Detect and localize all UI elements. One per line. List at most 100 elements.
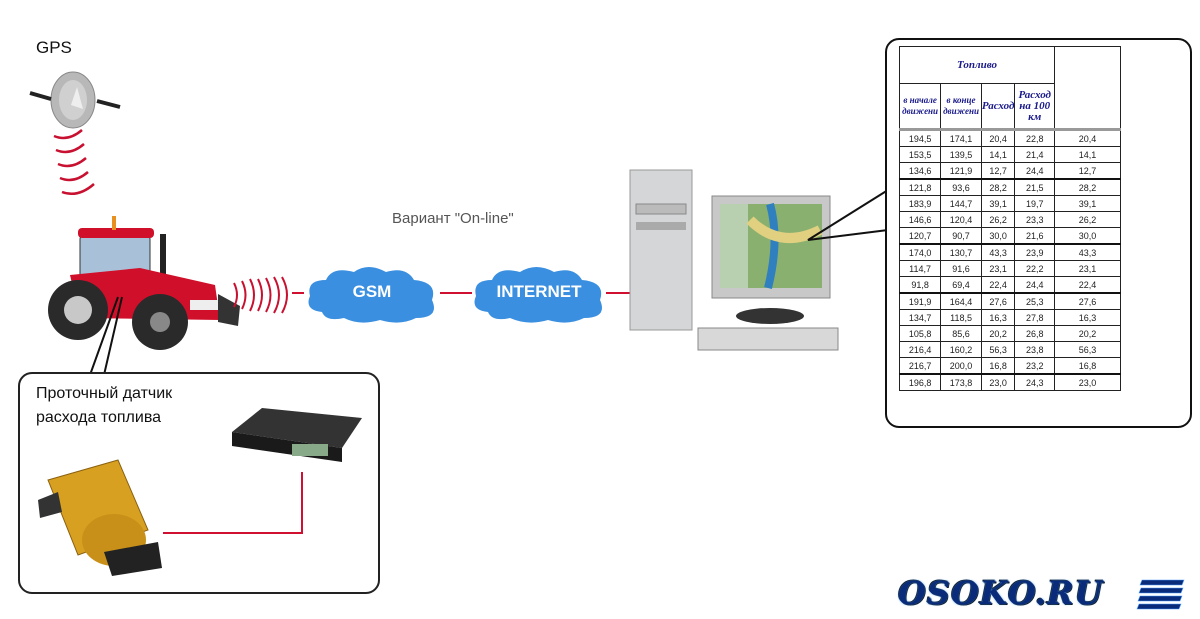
internet-cloud: INTERNET [468,262,610,326]
table-cell: 23,1 [980,260,1016,277]
table-cell: 26,2 [1054,211,1121,228]
cloud-icon [474,267,602,323]
table-cell: 23,2 [1014,357,1055,375]
sensor-label-line2: расхода топлива [36,409,162,426]
sensor-label: Проточный датчик расхода топлива [36,382,172,430]
table-cell: 28,2 [980,178,1016,196]
table-cell: 146,6 [898,211,942,228]
table-cell: 191,9 [898,292,942,310]
site-logo: OSOKO.RU [898,574,1104,612]
table-cell: 120,4 [940,211,982,228]
table-cell: 28,2 [1054,178,1121,196]
table-cell: 174,1 [940,128,982,147]
table-cell: 22,8 [1014,128,1055,147]
table-cell: 153,5 [898,146,942,163]
sensor-label-line1: Проточный датчик [36,385,173,402]
table-cell: 30,0 [1054,227,1121,245]
table-cell: 121,8 [898,178,942,196]
table-cell: 20,4 [980,128,1016,147]
satellite-icon [29,71,121,129]
column-header-consumption: Расход [980,83,1016,130]
table-cell: 20,2 [1054,325,1121,342]
table-cell: 164,4 [940,292,982,310]
table-cell: 23,0 [980,373,1016,391]
gsm-cloud: GSM [302,262,442,326]
gps-tracker-box-icon [232,408,362,462]
logo-bars-icon [1136,579,1185,610]
table-cell: 22,2 [1014,260,1055,277]
table-cell: 134,6 [898,162,942,180]
table-cell: 216,7 [898,357,942,375]
table-cell: 43,3 [1054,243,1121,261]
table-cell: 90,7 [940,227,982,245]
column-header-consumption-100km: Расход на 100 км [1014,83,1055,130]
table-cell: 20,4 [1054,128,1121,147]
table-cell: 16,8 [980,357,1016,375]
table-cell: 120,7 [898,227,942,245]
table-cell: 20,2 [980,325,1016,342]
table-cell: 16,8 [1054,357,1121,375]
gsm-label: GSM [352,282,392,301]
table-cell: 130,7 [940,243,982,261]
gsm-internet-link [440,292,472,294]
table-cell: 19,7 [1014,195,1055,212]
fuel-table-header-extra [1054,46,1121,130]
table-cell: 56,3 [980,341,1016,358]
table-cell: 39,1 [980,195,1016,212]
internet-computer-link [606,292,630,294]
table-cell: 25,3 [1014,292,1055,310]
table-cell: 43,3 [980,243,1016,261]
table-cell: 144,7 [940,195,982,212]
tractor-signal-waves-icon [233,276,288,314]
table-cell: 27,6 [980,292,1016,310]
table-cell: 174,0 [898,243,942,261]
table-cell: 173,8 [940,373,982,391]
table-cell: 91,8 [898,276,942,294]
gps-label: GPS [36,38,72,57]
table-cell: 39,1 [1054,195,1121,212]
table-cell: 69,4 [940,276,982,294]
table-cell: 21,5 [1014,178,1055,196]
sensor-box-link-h [163,532,303,534]
sensor-callout-pointer [90,296,123,375]
gps-signal-waves-icon [53,129,95,195]
table-cell: 14,1 [1054,146,1121,163]
fuel-table-callout: Топливо в начале движени в конце движени… [885,38,1192,428]
table-cell: 194,5 [898,128,942,147]
table-cell: 26,8 [1014,325,1055,342]
table-cell: 196,8 [898,373,942,391]
table-cell: 24,4 [1014,162,1055,180]
table-cell: 160,2 [940,341,982,358]
table-cell: 27,6 [1054,292,1121,310]
table-cell: 14,1 [980,146,1016,163]
table-cell: 16,3 [980,309,1016,326]
table-cell: 23,3 [1014,211,1055,228]
table-cell: 216,4 [898,341,942,358]
table-cell: 134,7 [898,309,942,326]
table-cell: 121,9 [940,162,982,180]
table-cell: 85,6 [940,325,982,342]
internet-label: INTERNET [496,282,582,301]
table-cell: 93,6 [940,178,982,196]
fuel-table: Топливо в начале движени в конце движени… [898,46,1121,391]
table-cell: 27,8 [1014,309,1055,326]
table-cell: 22,4 [980,276,1016,294]
table-cell: 118,5 [940,309,982,326]
table-cell: 23,0 [1054,373,1121,391]
online-variant-label: Вариант "On-line" [392,210,514,227]
table-cell: 91,6 [940,260,982,277]
column-header-end: в конце движени [940,83,982,130]
cloud-icon [308,267,434,323]
tractor-icon [48,216,240,350]
